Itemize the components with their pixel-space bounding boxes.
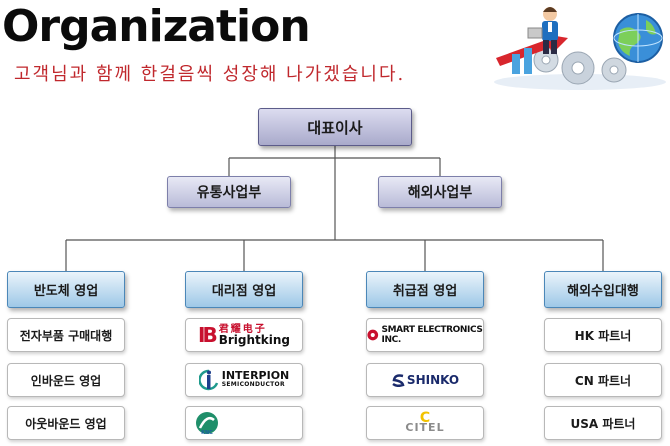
knc-mark-icon: KNC — [196, 412, 218, 436]
dept-dealer-sales: 취급점 영업 — [366, 271, 484, 308]
division-overseas: 해외사업부 — [378, 176, 502, 208]
knc-logo: KNC — [185, 406, 303, 440]
shinko-mark-icon — [392, 374, 405, 387]
dept-agency-sales: 대리점 영업 — [185, 271, 303, 308]
division-distribution: 유통사업부 — [167, 176, 291, 208]
smart-electronics-logo: SMART ELECTRONICS INC. — [366, 318, 484, 352]
shinko-logo: SHINKO — [366, 363, 484, 397]
list-item: 전자부품 구매대행 — [7, 318, 125, 352]
knc-label: KNC — [201, 430, 213, 436]
business-growth-illustration — [494, 7, 666, 90]
interpion-sub: SEMICONDUCTOR — [221, 381, 285, 388]
interpion-logo: INTERPION SEMICONDUCTOR — [185, 363, 303, 397]
citel-logo: C CITEL — [366, 406, 484, 440]
gear-icon — [601, 57, 627, 83]
list-item: 인바운드 영업 — [7, 363, 125, 397]
brightking-mark: IB — [198, 323, 218, 347]
smart-electronics-name: SMART ELECTRONICS INC. — [381, 325, 483, 345]
citel-name: CITEL — [405, 421, 445, 434]
dept-overseas-import: 해외수입대행 — [544, 271, 662, 308]
globe-icon — [613, 13, 663, 63]
ceo-box: 대표이사 — [258, 108, 412, 146]
page-subtitle: 고객님과 함께 한걸음씩 성장해 나가겠습니다. — [14, 64, 406, 85]
list-item: CN 파트너 — [544, 363, 662, 397]
page-title: Organization — [2, 1, 311, 52]
dept-semiconductor-sales: 반도체 영업 — [7, 271, 125, 308]
interpion-mark-icon — [198, 369, 218, 391]
list-item: HK 파트너 — [544, 318, 662, 352]
smart-mark-icon — [367, 329, 379, 341]
brightking-cn-name: 君耀电子 — [218, 324, 267, 335]
gear-icon — [561, 51, 595, 85]
list-item: 아웃바운드 영업 — [7, 406, 125, 440]
brightking-en-name: Brightking — [218, 333, 290, 347]
businessman-icon — [527, 7, 558, 54]
citel-mark: C — [419, 410, 431, 426]
list-item: USA 파트너 — [544, 406, 662, 440]
interpion-name: INTERPION — [221, 369, 290, 382]
brightking-logo: IB 君耀电子 Brightking — [185, 318, 303, 352]
shinko-name: SHINKO — [406, 373, 460, 387]
